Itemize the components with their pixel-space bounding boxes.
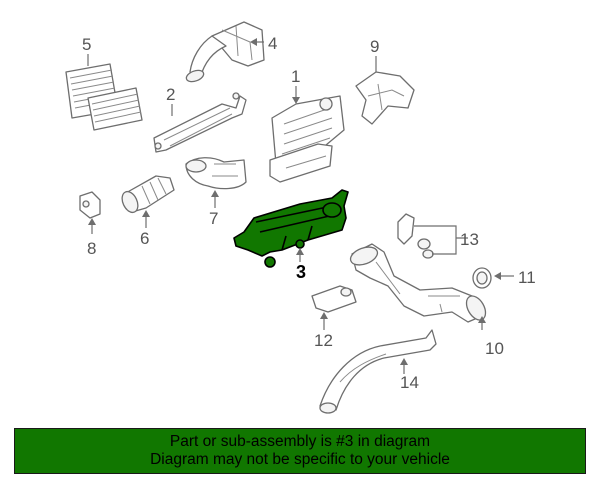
- part-3-resonator-highlighted[interactable]: [233, 189, 349, 268]
- leader-13: [414, 225, 468, 255]
- part-2-bracket[interactable]: [153, 92, 247, 153]
- part-12-mass-air-flow-sensor[interactable]: [311, 285, 357, 313]
- part-7-duct[interactable]: [185, 157, 247, 190]
- part-8-mount[interactable]: [79, 191, 101, 219]
- callout-10: 10: [485, 339, 504, 358]
- callout-11: 11: [518, 268, 536, 287]
- part-11-clamp[interactable]: [472, 267, 492, 289]
- callout-2: 2: [166, 85, 175, 104]
- part-4-intake-elbow[interactable]: [185, 21, 265, 84]
- part-14-outlet-pipe[interactable]: [319, 329, 437, 414]
- callout-13: 13: [460, 230, 479, 249]
- callout-6: 6: [140, 229, 149, 248]
- callout-8: 8: [87, 239, 96, 258]
- callout-3: 3: [296, 262, 306, 282]
- banner-line-2: Diagram may not be specific to your vehi…: [150, 451, 450, 468]
- part-10-intake-tube[interactable]: [348, 243, 489, 324]
- callout-12: 12: [314, 331, 333, 350]
- callout-14: 14: [400, 373, 419, 392]
- callout-9: 9: [370, 37, 379, 56]
- part-1-intake-housing[interactable]: [269, 95, 345, 183]
- part-6-intake-boot[interactable]: [119, 175, 175, 215]
- banner-line-1: Part or sub-assembly is #3 in diagram: [169, 433, 431, 450]
- part-5-air-filter[interactable]: [65, 63, 143, 131]
- part-9-heat-shield[interactable]: [355, 71, 415, 125]
- callout-7: 7: [209, 209, 218, 228]
- callout-1: 1: [291, 67, 300, 86]
- parts-diagram: 5 4 9 1 2 7: [65, 21, 536, 414]
- callout-5: 5: [82, 35, 91, 54]
- callout-4: 4: [268, 34, 277, 53]
- info-banner: Part or sub-assembly is #3 in diagram Di…: [14, 428, 586, 474]
- part-13-sensor[interactable]: [397, 213, 434, 259]
